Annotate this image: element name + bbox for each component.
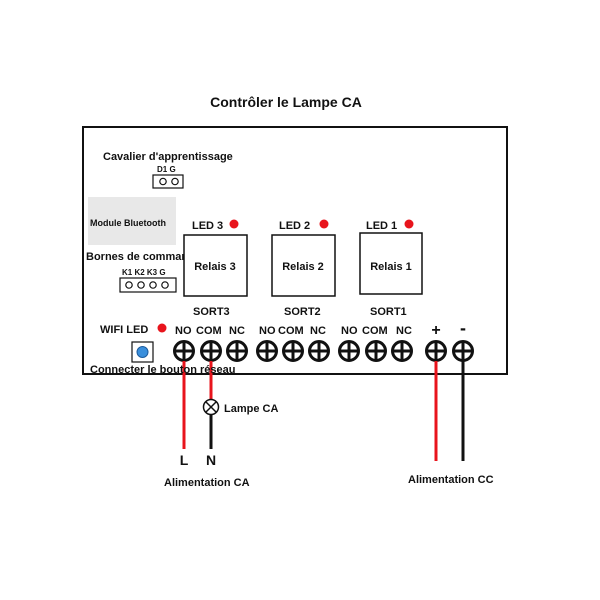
wifi-led-label: WIFI LED <box>100 324 148 336</box>
relay1-label: Relais 1 <box>370 261 412 273</box>
terminal-label: COM <box>362 325 388 337</box>
screw-terminal-dc-plus <box>425 340 447 362</box>
wired-control-pin <box>125 281 133 289</box>
wired-control-pin <box>137 281 145 289</box>
terminal-label: NO <box>175 325 192 337</box>
relay1 <box>359 232 423 295</box>
jumper-pins-label: D1 G <box>157 165 176 174</box>
screw-terminal <box>365 340 387 362</box>
screw-terminal <box>200 340 222 362</box>
alim-cc-label: Alimentation CC <box>408 474 494 486</box>
screw-terminal <box>338 340 360 362</box>
dc-minus-label: - <box>460 318 466 338</box>
jumper-pin <box>159 177 167 186</box>
led3-indicator <box>229 219 239 229</box>
terminal-label: NC <box>229 325 245 337</box>
led2-indicator <box>319 219 329 229</box>
relay3 <box>183 234 248 297</box>
diagram-title: Contrôler le Lampe CA <box>210 94 362 110</box>
bluetooth-module <box>88 197 176 245</box>
relay2-label: Relais 2 <box>282 261 324 273</box>
screw-terminal <box>308 340 330 362</box>
sort3-label: SORT3 <box>193 306 230 318</box>
screw-terminal-dc-minus <box>452 340 474 362</box>
terminal-label: NO <box>341 325 358 337</box>
line-label: L <box>180 452 189 468</box>
relay3-label: Relais 3 <box>194 261 236 273</box>
wifi-led-indicator <box>157 323 167 333</box>
wired-control-pin <box>149 281 157 289</box>
sort1-label: SORT1 <box>370 306 407 318</box>
jumper-pin <box>171 177 179 186</box>
terminal-label: NC <box>396 325 412 337</box>
screw-terminal <box>256 340 278 362</box>
terminal-label: COM <box>278 325 304 337</box>
led3-label: LED 3 <box>192 220 223 232</box>
terminal-label: COM <box>196 325 222 337</box>
lamp-label: Lampe CA <box>224 403 278 415</box>
screw-terminal <box>391 340 413 362</box>
cavalier-label: Cavalier d'apprentissage <box>103 151 233 163</box>
screw-terminal <box>173 340 195 362</box>
terminal-label: NO <box>259 325 276 337</box>
connect-button-label: Connecter le bouton réseau <box>90 364 235 376</box>
terminal-label: NC <box>310 325 326 337</box>
lamp-symbol <box>202 398 220 416</box>
led1-indicator <box>404 219 414 229</box>
bluetooth-label: Module Bluetooth <box>90 218 166 228</box>
alim-ca-label: Alimentation CA <box>164 477 250 489</box>
neutral-label: N <box>206 452 216 468</box>
sort2-label: SORT2 <box>284 306 321 318</box>
wired-control-pin <box>161 281 169 289</box>
network-button-cap[interactable] <box>136 346 149 358</box>
bornes-pins-label: K1 K2 K3 G <box>122 268 166 277</box>
screw-terminal <box>282 340 304 362</box>
screw-terminal <box>226 340 248 362</box>
relay2 <box>271 234 336 297</box>
led1-label: LED 1 <box>366 220 397 232</box>
wired-control-header <box>119 277 177 293</box>
dc-plus-label: + <box>431 322 440 339</box>
led2-label: LED 2 <box>279 220 310 232</box>
